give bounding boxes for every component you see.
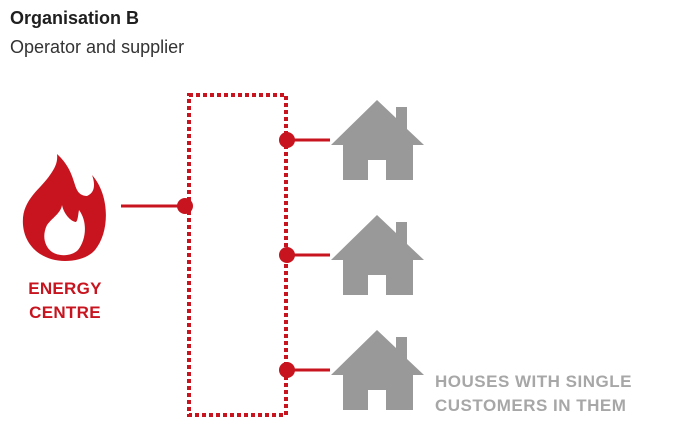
branch-node-3 xyxy=(279,362,295,378)
energy-centre-label-line-1: ENERGY xyxy=(28,279,102,298)
energy-centre-label-line-2: CENTRE xyxy=(29,303,101,322)
branch-node-1 xyxy=(279,132,295,148)
houses-label: HOUSES WITH SINGLE CUSTOMERS IN THEM xyxy=(435,370,632,418)
branch-node-2 xyxy=(279,247,295,263)
organisation-boundary xyxy=(187,93,288,417)
houses-label-line-1: HOUSES WITH SINGLE xyxy=(435,372,632,391)
energy-centre-label: ENERGY CENTRE xyxy=(20,277,110,325)
house-icon xyxy=(331,100,424,180)
flame-icon xyxy=(22,154,106,261)
feed-node xyxy=(177,198,193,214)
diagram-subtitle: Operator and supplier xyxy=(10,37,185,57)
house-icon xyxy=(331,330,424,410)
houses-label-line-2: CUSTOMERS IN THEM xyxy=(435,396,627,415)
diagram-title: Organisation B xyxy=(10,8,140,28)
house-icon xyxy=(331,215,424,295)
